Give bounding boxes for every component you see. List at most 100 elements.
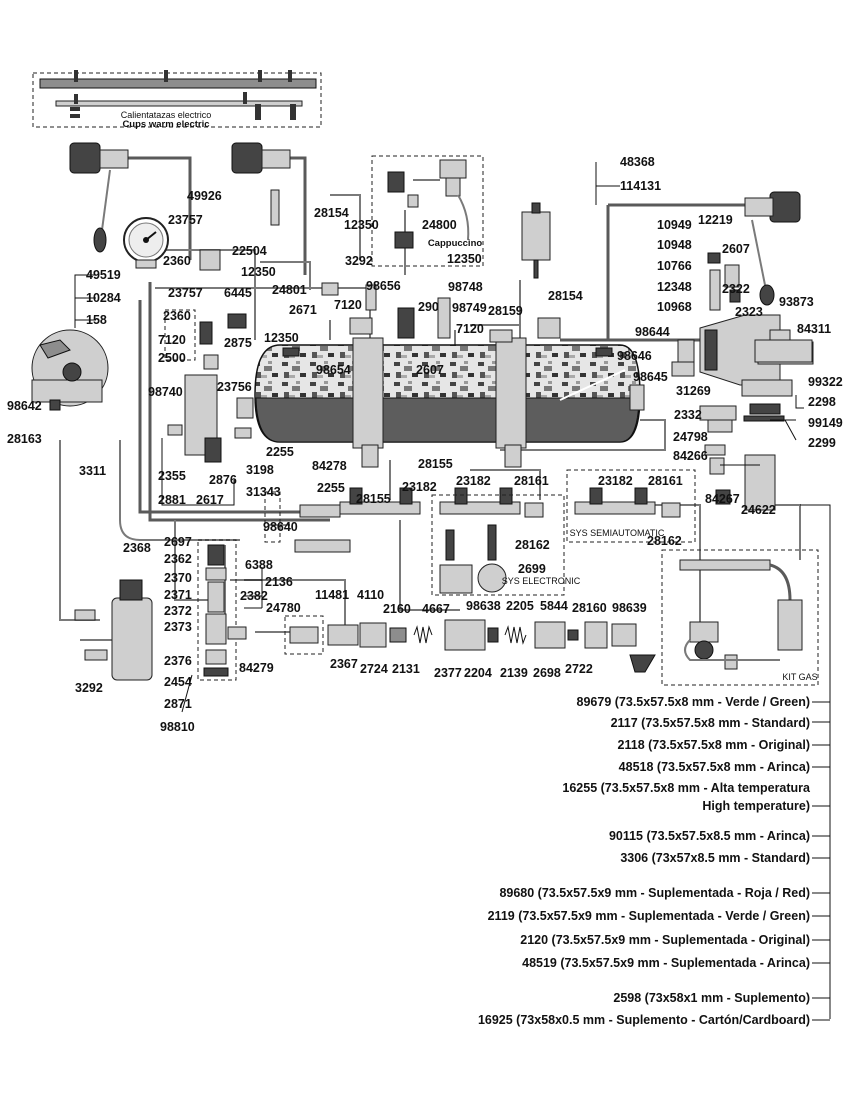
part-label: 31343 <box>246 485 281 499</box>
part-label: 28155 <box>356 492 391 506</box>
part-label: 23757 <box>168 286 203 300</box>
part-label: 2881 <box>158 493 186 507</box>
part-label: 12350 <box>241 265 276 279</box>
part-label: 2299 <box>808 436 836 450</box>
part-label: 49519 <box>86 268 121 282</box>
pump-motor <box>31 329 109 411</box>
left-solenoid-valve <box>69 142 129 253</box>
part-label: 2255 <box>266 445 294 459</box>
part-label: 10968 <box>657 300 692 314</box>
legend-item: High temperature) <box>702 799 810 813</box>
sys-semiautomatic-group: SYS SEMIAUTOMATIC <box>566 469 696 543</box>
part-label: 2722 <box>565 662 593 676</box>
part-label: 158 <box>86 313 107 327</box>
part-label: 84279 <box>239 661 274 675</box>
cup-warmer-title-en: Cups warm electric <box>122 119 209 130</box>
part-label: 28154 <box>314 206 349 220</box>
part-label: 2139 <box>500 666 528 680</box>
part-label: 98810 <box>160 720 195 734</box>
part-label: 12219 <box>698 213 733 227</box>
sys-semiautomatic-title: SYS SEMIAUTOMATIC <box>570 528 665 538</box>
part-label: 98749 <box>452 301 487 315</box>
part-label: 2454 <box>164 675 192 689</box>
part-label: 28163 <box>7 432 42 446</box>
part-label: 12350 <box>344 218 379 232</box>
right-solenoid-valve <box>744 191 801 306</box>
pressure-gauge <box>123 217 169 269</box>
part-label: 23182 <box>402 480 437 494</box>
part-label: 2136 <box>265 575 293 589</box>
part-label: 10949 <box>657 218 692 232</box>
part-label: 48368 <box>620 155 655 169</box>
part-label: 3198 <box>246 463 274 477</box>
legend-item: 2120 (73.5x57.5x9 mm - Suplementada - Or… <box>520 933 810 947</box>
legend-item: 89680 (73.5x57.5x9 mm - Suplementada - R… <box>499 886 810 900</box>
part-label: 23756 <box>217 380 252 394</box>
gasket-legend: 89679 (73.5x57.5x8 mm - Verde / Green) 2… <box>478 695 811 1027</box>
part-label: 2367 <box>330 657 358 671</box>
part-label: 2607 <box>416 363 444 377</box>
part-label: 28161 <box>648 474 683 488</box>
part-label: 2724 <box>360 662 388 676</box>
part-label: 3311 <box>79 464 106 478</box>
part-label: 2362 <box>164 552 192 566</box>
part-label: 24800 <box>422 218 457 232</box>
part-label: 2871 <box>164 697 192 711</box>
part-label: 23757 <box>168 213 203 227</box>
kit-gas-group: KIT GAS <box>661 549 819 686</box>
part-label: 2382 <box>240 589 268 603</box>
part-label: 5844 <box>540 599 568 613</box>
part-label: 98639 <box>612 601 647 615</box>
part-label: 2298 <box>808 395 836 409</box>
part-label: 22504 <box>232 244 267 258</box>
kit-gas-title: KIT GAS <box>782 672 817 682</box>
legend-item: 2117 (73.5x57.5x8 mm - Standard) <box>611 716 810 730</box>
part-label: 2376 <box>164 654 192 668</box>
legend-item: 2119 (73.5x57.5x9 mm - Suplementada - Ve… <box>488 909 810 923</box>
part-label: 2332 <box>674 408 702 422</box>
part-label: 99149 <box>808 416 843 430</box>
legend-item: 2598 (73x58x1 mm - Suplemento) <box>613 991 810 1005</box>
cup-warmer-assembly: Calientatazas electrico Cups warm electr… <box>32 70 322 130</box>
part-label: 2360 <box>163 309 191 323</box>
part-label: 99322 <box>808 375 843 389</box>
part-label: 28161 <box>514 474 549 488</box>
part-label: 2875 <box>224 336 252 350</box>
part-label: 98654 <box>316 363 351 377</box>
gasket-84311 <box>754 339 813 363</box>
part-label: 98640 <box>263 520 298 534</box>
part-label: 2617 <box>196 493 224 507</box>
part-label: 2370 <box>164 571 192 585</box>
part-label: 4667 <box>422 602 450 616</box>
part-label: 98644 <box>635 325 670 339</box>
part-label: 98656 <box>366 279 401 293</box>
hot-water-valve-group <box>284 615 656 673</box>
part-label: 10766 <box>657 259 692 273</box>
part-label: 2698 <box>533 666 561 680</box>
part-label: 2355 <box>158 469 186 483</box>
part-label: 2323 <box>735 305 763 319</box>
part-label: 7120 <box>334 298 362 312</box>
sys-electronic-title: SYS ELECTRONIC <box>502 576 581 586</box>
middle-solenoid-valve <box>231 142 291 226</box>
part-label: 7120 <box>456 322 484 336</box>
part-label: 98748 <box>448 280 483 294</box>
part-label: 12348 <box>657 280 692 294</box>
part-label: 84278 <box>312 459 347 473</box>
part-label: 98642 <box>7 399 42 413</box>
part-label: 290 <box>418 300 439 314</box>
part-label: 2671 <box>289 303 317 317</box>
inlet-valve-column <box>197 539 247 681</box>
part-label: 12350 <box>264 331 299 345</box>
part-label: 28155 <box>418 457 453 471</box>
part-label: 24801 <box>272 283 307 297</box>
part-labels: 48368 114131 49926 23757 22504 2360 1235… <box>7 155 843 734</box>
part-label: 24622 <box>741 503 776 517</box>
cappuccino-title: Cappuccino <box>428 238 483 249</box>
part-label: 3292 <box>345 254 373 268</box>
legend-item: 16925 (73x58x0.5 mm - Suplemento - Cartó… <box>478 1013 810 1027</box>
part-label: 4110 <box>357 588 384 602</box>
expansion-vessel <box>521 202 551 279</box>
part-label: 24798 <box>673 430 708 444</box>
